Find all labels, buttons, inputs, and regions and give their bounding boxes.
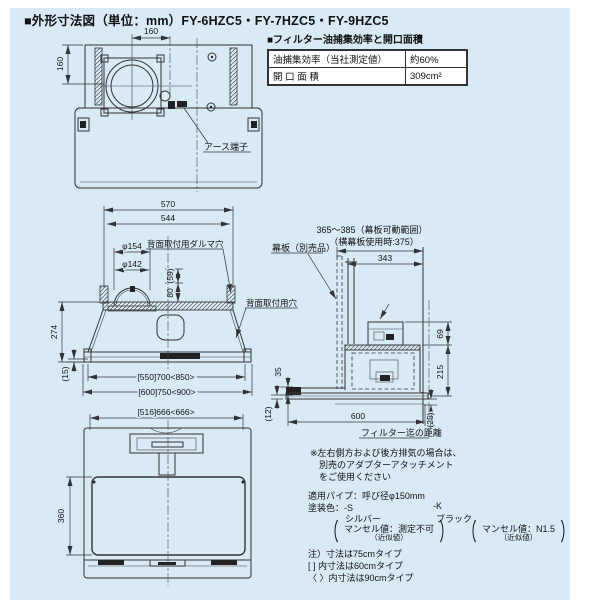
- front-dim-15: (15): [60, 366, 70, 381]
- front-dim-80: 80: [165, 288, 175, 298]
- note-90cm: 〈 〉内寸法は90cmタイプ: [308, 573, 414, 583]
- note-60cm: [ ] 内寸法は60cmタイプ: [308, 561, 404, 571]
- table-row: 開 口 面 積 309cm²: [267, 67, 468, 86]
- munsell-black-value: マンセル値：N1.5: [482, 523, 556, 534]
- front-dim-544: 544: [161, 213, 175, 223]
- paren-close: ）: [560, 519, 574, 546]
- side-dim-215: 215: [435, 365, 445, 379]
- munsell-silver-approx: （近似値）: [370, 532, 408, 542]
- paren-open: （: [463, 519, 477, 546]
- front-dim-274: 274: [49, 325, 59, 339]
- filter-table: ■フィルター油捕集効率と開口面積 油捕集効率（当社測定値） 約60% 開 口 面…: [267, 31, 468, 86]
- side-dim-600: 600: [351, 411, 365, 421]
- side-dim-12: (12): [263, 406, 273, 421]
- note-exhaust-line2: 別売のアダプターアタッチメント: [319, 460, 454, 470]
- keyhole-label: 背面取付用ダルマ穴: [147, 239, 224, 249]
- munsell-silver-block: マンセル値：測定不可 （近似値）: [344, 524, 434, 543]
- note-exhaust-line3: をご使用ください: [319, 472, 392, 482]
- page-title: ■外形寸法図（単位：mm）FY-6HZC5・FY-7HZC5・FY-9HZC5: [24, 14, 389, 28]
- front-dim-width-inner: [550]700<850>: [137, 372, 194, 382]
- side-dim-25: (25): [425, 412, 435, 427]
- front-dim-phi154: φ154: [122, 241, 142, 251]
- side-dim-range-note: （横幕板使用時:375）: [329, 236, 419, 247]
- top-dim-160h: 160: [144, 26, 158, 36]
- front-dim-phi142: φ142: [122, 259, 142, 269]
- front-dim-59: (59): [165, 268, 175, 283]
- front-view-drawing: 570 544 φ154 φ142 背面取付用ダルマ穴 (59): [48, 198, 298, 399]
- bottom-view-drawing: [516]666<666> 360: [55, 406, 252, 586]
- munsell-black-block: マンセル値：N1.5 （近似値）: [482, 524, 555, 543]
- makuita-label: 幕板（別売品）: [272, 242, 335, 253]
- note-paint-color-s: 塗装色：-S: [308, 503, 354, 513]
- back-hole-label: 背面取付用穴: [246, 298, 298, 308]
- munsell-silver-value: マンセル値：測定不可: [344, 523, 435, 534]
- filter-distance-label: フィルター迄の距離: [361, 427, 442, 438]
- bottom-dim-360: 360: [56, 509, 66, 523]
- note-75cm: 注）寸法は75cmタイプ: [308, 549, 403, 559]
- note-silver: シルバー: [345, 514, 382, 524]
- note-munsell: （ マンセル値：測定不可 （近似値） ） （ マンセル値：N1.5 （近似値） …: [320, 521, 579, 545]
- side-dim-range-label: 365〜385（幕板可動範囲）: [316, 224, 427, 235]
- side-dim-35: 35: [273, 367, 283, 377]
- note-pipe: 適用パイプ：呼び径φ150mm: [308, 491, 425, 501]
- table-cell-label: 開 口 面 積: [267, 67, 406, 86]
- side-view-drawing: 365〜385（幕板可動範囲） （横幕板使用時:375） 343: [262, 224, 452, 439]
- bottom-dim-opening: [516]666<666>: [137, 407, 194, 417]
- paren-open: （: [325, 519, 339, 546]
- note-paint-color-k: -K: [433, 501, 442, 511]
- filter-table-title: ■フィルター油捕集効率と開口面積: [267, 35, 423, 46]
- front-dim-570: 570: [161, 199, 175, 209]
- munsell-black-approx: （近似値）: [499, 532, 538, 542]
- paren-close: ）: [439, 519, 453, 546]
- note-exhaust-line1: ※左右側方および後方排気の場合は、: [310, 448, 462, 458]
- top-view-drawing: アース端子 160 160: [54, 25, 263, 192]
- front-dim-width-outer: [600]750<900>: [138, 387, 195, 397]
- side-dim-69: 69: [435, 329, 445, 339]
- table-cell-value: 309cm²: [405, 67, 468, 86]
- earth-terminal-label: アース端子: [204, 141, 248, 152]
- side-dim-343: 343: [378, 253, 392, 263]
- filter-table-grid: 油捕集効率（当社測定値） 約60% 開 口 面 積 309cm²: [267, 49, 468, 86]
- top-dim-160v: 160: [55, 57, 65, 71]
- note-black: ブラック: [436, 514, 473, 524]
